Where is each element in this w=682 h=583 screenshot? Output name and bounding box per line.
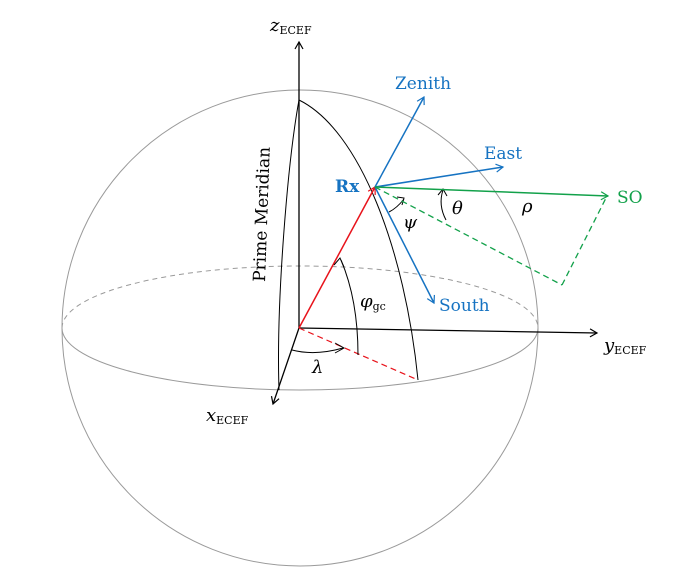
equator-back	[61, 265, 539, 329]
theta-angle-arc	[440, 189, 447, 221]
x-axis-label: xECEF	[206, 405, 249, 427]
theta-label: θ	[452, 198, 463, 219]
zenith-vector	[374, 95, 425, 188]
lambda-label: λ	[311, 357, 323, 378]
phi-label: φgc	[360, 291, 386, 313]
y-axis	[298, 327, 599, 338]
psi-arrow-head	[396, 196, 405, 206]
south-label: South	[439, 296, 490, 316]
so-horizontal-projection	[374, 186, 563, 286]
rho-label: ρ	[521, 196, 533, 217]
so-vertical-drop	[561, 197, 607, 286]
psi-label: ψ	[403, 212, 418, 233]
zenith-label: Zenith	[395, 74, 451, 94]
receiver-position-vector	[298, 185, 376, 329]
equator-front	[61, 327, 539, 391]
east-vector	[374, 163, 505, 188]
y-axis-label: yECEF	[603, 335, 647, 357]
x-axis	[270, 327, 300, 406]
lambda-arrow-head	[334, 342, 346, 354]
south-vector	[374, 186, 435, 305]
receiver-label: Rx	[335, 177, 360, 197]
meridian-projection-line	[298, 327, 419, 381]
phi-arrow-head	[333, 257, 345, 268]
lambda-angle-arc	[291, 347, 344, 354]
east-label: East	[484, 144, 522, 164]
range-vector	[374, 186, 610, 201]
prime-meridian-curve	[278, 99, 300, 391]
phi-angle-arc	[340, 259, 359, 356]
space-object-label: SO	[617, 188, 643, 208]
z-axis-label: zECEF	[269, 15, 312, 37]
prime-meridian-label: Prime Meridian	[250, 146, 275, 282]
